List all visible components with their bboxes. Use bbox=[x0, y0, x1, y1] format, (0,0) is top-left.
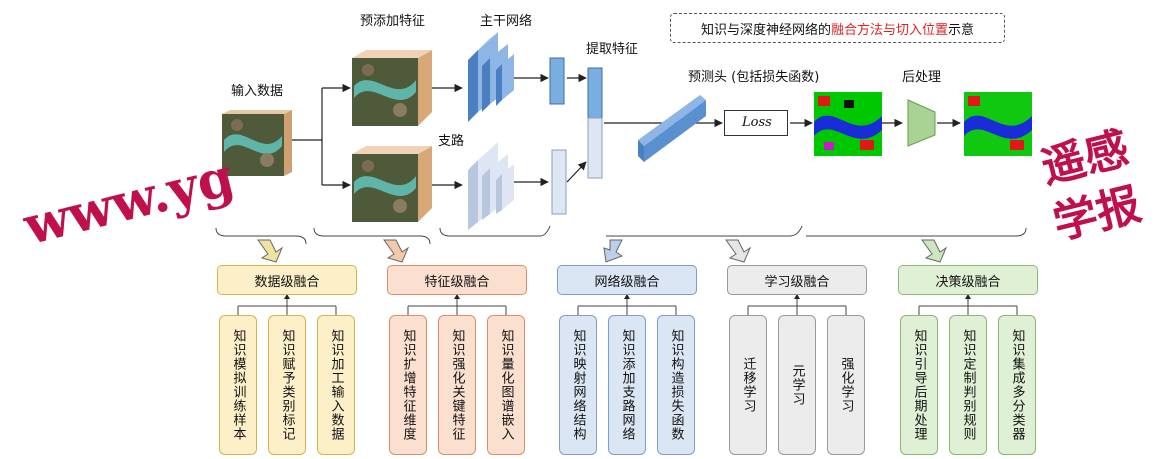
title-prefix: 知识与深度神经网络的 bbox=[700, 22, 831, 38]
prediction-head-label: 预测头 (包括损失函数) bbox=[688, 70, 820, 85]
extract-feature-label: 提取特征 bbox=[586, 42, 639, 57]
sub-item: 元学习 bbox=[778, 315, 816, 455]
post-process-trapezoid bbox=[907, 99, 936, 147]
sub-item: 知识映射网络结构 bbox=[559, 315, 597, 455]
category-network-fusion: 网络级融合 bbox=[557, 265, 697, 295]
pre-feature-image-top bbox=[352, 50, 432, 126]
loss-label: Loss bbox=[742, 115, 772, 130]
category-decision-fusion: 决策级融合 bbox=[898, 265, 1038, 295]
backbone-label: 主干网络 bbox=[480, 14, 533, 29]
loss-box bbox=[724, 110, 788, 136]
sub-item: 知识模拟训练样本 bbox=[219, 315, 257, 455]
title-highlight: 融合方法与切入位置 bbox=[830, 22, 948, 38]
sub-item: 知识引导后期处理 bbox=[900, 315, 938, 455]
sub-item: 知识量化图谱嵌入 bbox=[487, 315, 525, 455]
input-satellite-image bbox=[222, 110, 292, 176]
title-suffix: 示意 bbox=[948, 22, 975, 38]
input-data-label: 输入数据 bbox=[231, 84, 284, 99]
sub-item: 知识加工输入数据 bbox=[317, 315, 355, 455]
backbone-network-icon bbox=[468, 32, 565, 122]
category-learning-fusion: 学习级融合 bbox=[727, 265, 867, 295]
prediction-head-bar bbox=[638, 95, 706, 162]
sub-item: 知识集成多分类器 bbox=[998, 315, 1036, 455]
pre-feature-label: 预添加特征 bbox=[360, 14, 426, 29]
prediction-map bbox=[814, 92, 882, 156]
extracted-feature-bar bbox=[587, 67, 603, 179]
sub-item: 知识强化关键特征 bbox=[438, 315, 476, 455]
sub-item: 迁移学习 bbox=[729, 315, 767, 455]
branch-label: 支路 bbox=[438, 134, 465, 149]
pre-feature-image-bottom bbox=[352, 146, 432, 222]
diagram-title: 知识与深度神经网络的融合方法与切入位置示意 bbox=[670, 13, 1005, 43]
sub-item: 知识赋予类别标记 bbox=[268, 315, 306, 455]
sub-item: 知识扩增特征维度 bbox=[389, 315, 427, 455]
category-feature-fusion: 特征级融合 bbox=[387, 265, 527, 295]
sub-item: 知识构造损失函数 bbox=[657, 315, 695, 455]
category-data-fusion: 数据级融合 bbox=[217, 265, 357, 295]
post-process-label: 后处理 bbox=[902, 70, 942, 85]
sub-item: 知识添加支路网络 bbox=[608, 315, 646, 455]
sub-item: 强化学习 bbox=[827, 315, 865, 455]
sub-item: 知识定制判别规则 bbox=[949, 315, 987, 455]
post-processed-map bbox=[964, 92, 1032, 156]
branch-network-icon bbox=[468, 142, 567, 230]
